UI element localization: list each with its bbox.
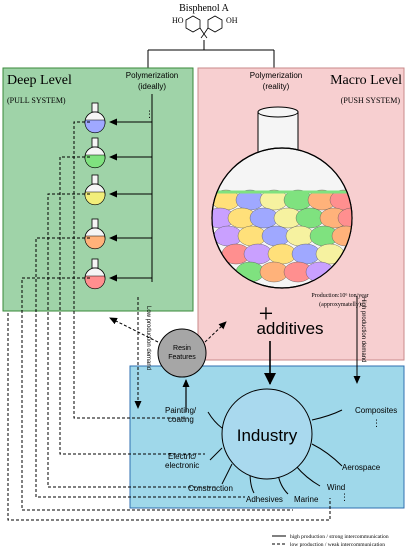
additives-label: additives bbox=[256, 319, 323, 338]
resin-bead bbox=[337, 207, 352, 229]
branch-adhesives: Adhesives bbox=[246, 495, 283, 504]
deep-flask bbox=[84, 102, 106, 134]
hydroxyl-left-label: HO bbox=[172, 16, 184, 25]
resin-features-node: Resin Features bbox=[109, 317, 227, 412]
legend: high production / strong intercommunicat… bbox=[272, 534, 389, 548]
industry-hub: Industry bbox=[207, 388, 343, 495]
branch-electronic: electronic bbox=[165, 461, 199, 470]
macro-to-industry-arrows bbox=[264, 296, 361, 385]
title-bisphenol-a: Bisphenol A bbox=[179, 3, 230, 14]
deep-flask bbox=[84, 137, 106, 169]
branch-painting: Painting/ bbox=[165, 406, 197, 415]
deep-ellipsis: ⋮ bbox=[145, 109, 154, 119]
resin-beads bbox=[212, 189, 352, 283]
features-label: Features bbox=[168, 354, 196, 361]
production-approx-label: (approxymatelly) bbox=[319, 301, 361, 308]
macro-level-subheading: (PUSH SYSTEM) bbox=[341, 96, 401, 105]
plus-sign: + bbox=[259, 299, 274, 328]
high-demand-label: High production demand bbox=[360, 297, 366, 362]
legend-dashed-label: low production / weak intercommunication bbox=[290, 542, 385, 548]
deep-flask bbox=[84, 258, 106, 290]
deep-flask bbox=[84, 174, 106, 206]
industry-label: Industry bbox=[237, 426, 298, 445]
macro-reactor-flask bbox=[211, 106, 353, 289]
deep-polymerization-label: Polymerization bbox=[126, 71, 178, 80]
macro-level-heading: Macro Level bbox=[330, 73, 402, 88]
branch-wind-ellipsis: ⋮ bbox=[340, 492, 349, 502]
macro-polymerization-label: Polymerization bbox=[250, 71, 302, 80]
branch-coating: coating bbox=[168, 415, 194, 424]
resin-label: Resin bbox=[173, 345, 191, 352]
deep-branch-arrows bbox=[109, 94, 153, 282]
bisphenol-molecule: HO OH bbox=[172, 15, 238, 39]
branch-aerospace: Aerospace bbox=[342, 463, 381, 472]
branch-wind: Wind bbox=[327, 483, 345, 492]
branch-electric: Electric/ bbox=[168, 452, 197, 461]
deep-dashed-links bbox=[7, 121, 331, 521]
branch-composites-ellipsis: ⋮ bbox=[372, 418, 381, 428]
low-demand-label: Low production demand bbox=[145, 306, 151, 370]
production-rate-label: Production:10⁶ ton/year bbox=[311, 293, 368, 299]
deep-level-subheading: (PULL SYSTEM) bbox=[7, 96, 66, 105]
deep-level-flasks bbox=[84, 102, 106, 290]
deep-flask bbox=[84, 218, 106, 250]
legend-solid-label: high production / strong intercommunicat… bbox=[290, 534, 389, 540]
hydroxyl-right-label: OH bbox=[226, 16, 238, 25]
deep-level-heading: Deep Level bbox=[7, 73, 72, 88]
molecule-connector bbox=[147, 40, 275, 70]
deep-polymerization-qualifier: (ideally) bbox=[138, 82, 166, 91]
branch-construction: Construction bbox=[188, 484, 233, 493]
branch-marine: Marine bbox=[294, 495, 319, 504]
branch-composites: Composites bbox=[355, 406, 397, 415]
macro-polymerization-qualifier: (reality) bbox=[263, 82, 290, 91]
